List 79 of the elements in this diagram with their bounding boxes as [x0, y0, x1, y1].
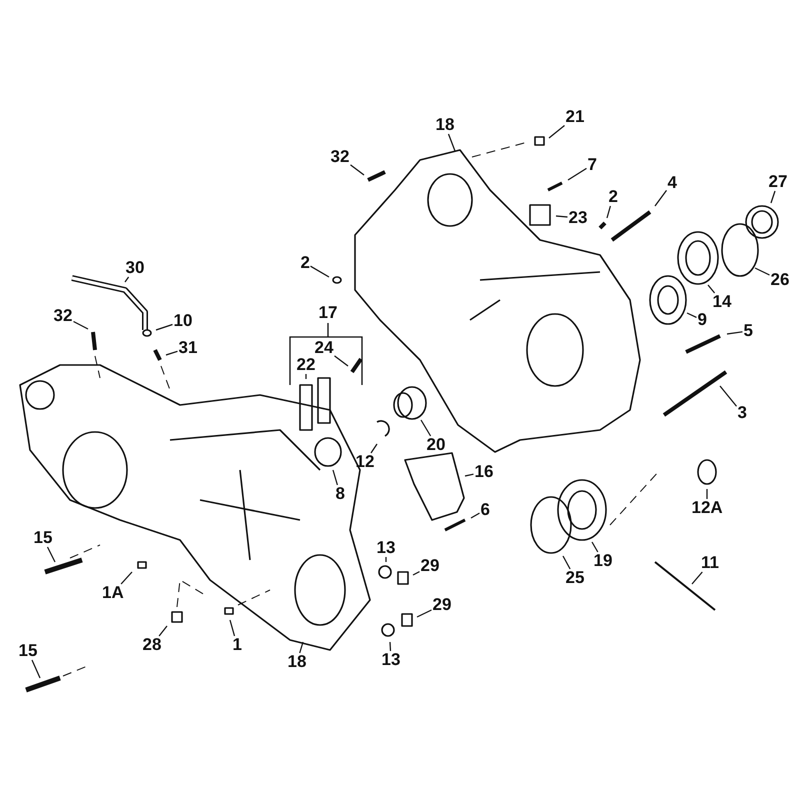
callout-number: 30 — [124, 259, 146, 277]
leader-line — [156, 324, 173, 331]
leader-line — [73, 320, 88, 330]
callout-number: 2 — [608, 188, 619, 206]
leader-line — [770, 190, 776, 204]
leader-line — [464, 474, 474, 477]
leader-line — [448, 134, 456, 152]
callout-number: 24 — [314, 339, 334, 357]
callout-number: 7 — [586, 156, 598, 174]
callout-number: 9 — [696, 311, 708, 329]
leader-line — [606, 206, 611, 218]
callout-number: 17 — [318, 304, 338, 322]
callout-number: 15 — [18, 642, 38, 660]
leader-line — [692, 572, 703, 584]
callout-number: 32 — [52, 307, 74, 325]
leader-line — [754, 267, 770, 276]
callout-number: 22 — [296, 356, 316, 374]
callout-number: 15 — [32, 529, 54, 547]
leader-line — [726, 331, 743, 335]
callout-number: 29 — [432, 596, 452, 614]
callout-number: 5 — [742, 322, 754, 340]
callout-number: 16 — [474, 463, 494, 481]
callout-number: 14 — [712, 293, 732, 311]
leader-line — [708, 284, 716, 294]
callout-number: 8 — [334, 485, 346, 503]
callout-number: 11 — [700, 554, 720, 572]
callout-number: 18 — [286, 653, 308, 671]
leader-line — [299, 642, 304, 654]
leader-line — [350, 164, 364, 176]
leader-line — [158, 626, 168, 636]
callout-number: 21 — [564, 108, 586, 126]
leader-line — [654, 190, 667, 206]
leader-line — [568, 168, 587, 180]
leader-line — [31, 660, 41, 678]
leader-line — [332, 470, 338, 486]
leader-line — [548, 125, 565, 138]
leader-line — [166, 350, 178, 356]
callout-number: 32 — [330, 148, 350, 166]
callout-number: 27 — [768, 173, 788, 191]
leader-line — [46, 546, 56, 562]
leader-line — [591, 542, 598, 552]
callout-number: 23 — [568, 209, 588, 227]
callout-number: 3 — [736, 404, 748, 422]
callout-number: 31 — [178, 339, 198, 357]
callout-number: 13 — [380, 651, 402, 669]
callout-number: 19 — [592, 552, 614, 570]
leader-line — [124, 276, 130, 282]
leader-line — [370, 444, 378, 454]
callout-number: 6 — [480, 501, 491, 519]
callout-number: 12A — [690, 499, 724, 517]
leader-line — [120, 572, 132, 584]
leader-line — [416, 609, 432, 618]
leader-line — [556, 215, 568, 218]
leader-line — [720, 386, 737, 407]
callout-number: 28 — [142, 636, 162, 654]
callout-number: 4 — [666, 174, 678, 192]
callout-number: 18 — [434, 116, 456, 134]
leader-line — [706, 489, 708, 499]
leader-line — [562, 556, 571, 570]
leader-line — [305, 374, 307, 379]
leader-line — [389, 642, 392, 652]
leader-line — [334, 355, 348, 366]
callout-number: 20 — [426, 436, 446, 454]
leader-line — [310, 266, 330, 278]
leader-line — [420, 420, 432, 436]
callout-number: 1 — [232, 636, 243, 654]
leader-line — [229, 620, 236, 636]
callout-number: 29 — [420, 557, 440, 575]
callout-number: 10 — [172, 312, 194, 330]
callout-number: 1A — [101, 584, 125, 602]
callout-number: 12 — [354, 453, 376, 471]
leader-line — [686, 312, 697, 318]
callout-number: 2 — [300, 254, 311, 272]
callout-number: 25 — [564, 569, 586, 587]
leader-line — [412, 571, 420, 576]
leader-line — [385, 557, 387, 562]
leader-line — [470, 512, 480, 519]
callout-number: 26 — [770, 271, 790, 289]
callout-number: 13 — [376, 539, 396, 557]
